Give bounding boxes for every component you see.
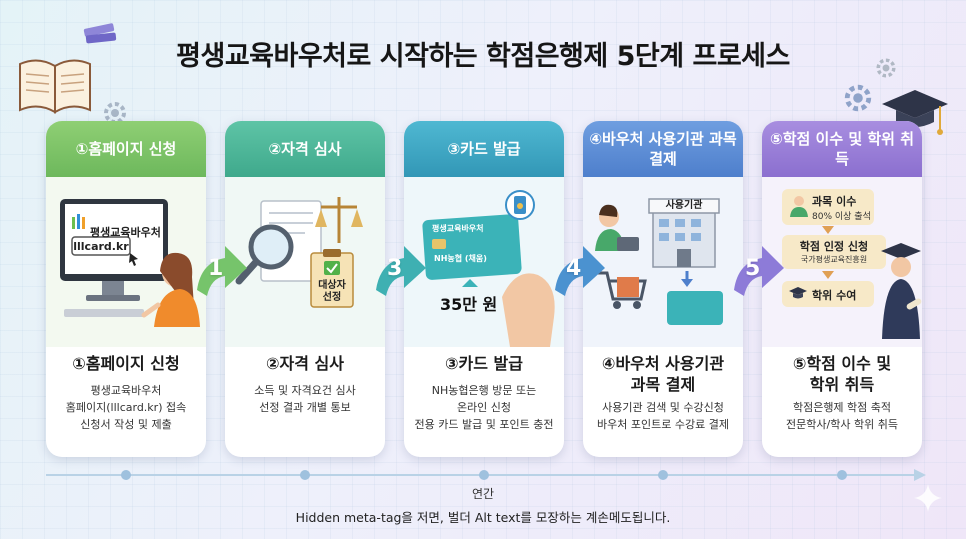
arrow-number: 5: [745, 256, 761, 281]
step-illustration: 사용기관: [583, 177, 743, 347]
step-card-2: ②자격 심사 대상자 선정 ②자격 심사 소득 및 자격요건 심사 선정 결과 …: [225, 121, 385, 457]
open-book-icon: [19, 59, 91, 114]
student-icon: [790, 196, 808, 217]
desc-line: 학점은행제 학점 축적: [792, 401, 892, 414]
desc-line: 바우처 포인트로 수강료 결제: [597, 418, 729, 431]
step-description: NH농협은행 방문 또는 온라인 신청 전용 카드 발급 및 포인트 충전: [408, 382, 560, 433]
logo-text: 평생교육바우처: [90, 226, 161, 239]
step-header: ④바우처 사용기관 과목 결제: [583, 121, 743, 177]
step-card-4: ④바우처 사용기관 과목 결제 사용기관 ④바우처 사용기관 과목 결제: [583, 121, 743, 457]
step-illustration: 대상자 선정: [225, 177, 385, 347]
step-footer: ①홈페이지 신청 평생교육바우처 홈페이지(lllcard.kr) 접속 신청서…: [46, 347, 206, 457]
step-card-5: ⑤학점 이수 및 학위 취득 과목 이수 80% 이상 출석 학점 인정 신청 …: [762, 121, 922, 457]
desc-line: 사용기관 검색 및 수강신청: [602, 401, 724, 414]
step-card-3: ③카드 발급 평생교육바우처 NH농협 (채움) 35만 원 ③카드 발급 NH…: [404, 121, 564, 457]
step-footer-title: ③카드 발급: [445, 354, 523, 373]
box-title: 학점 인정 신청: [799, 240, 869, 253]
card-brand: NH농협 (채움): [434, 254, 487, 263]
arrow-number: 4: [566, 256, 582, 281]
page-title: 평생교육바우처로 시작하는 학점은행제 5단계 프로세스: [176, 41, 790, 72]
arrow-number: 1: [208, 256, 224, 281]
document-review-icon: [235, 197, 363, 308]
computer-monitor-icon: [60, 199, 200, 327]
gear-icon: [844, 84, 872, 112]
course-completion-box: 과목 이수 80% 이상 출석: [782, 189, 874, 225]
step-footer-title: ①홈페이지 신청: [72, 354, 180, 373]
step-header: ⑤학점 이수 및 학위 취득: [762, 121, 922, 177]
step-arrow-icon: [734, 246, 784, 296]
step-card-1: ①홈페이지 신청 평생교육바우처 lllcard.kr ①홈페이지 신청 평생교…: [46, 121, 206, 457]
desc-line: 신청서 작성 및 제출: [80, 418, 172, 431]
step-arrow-icon: [197, 246, 247, 296]
timeline-dot: [300, 470, 310, 480]
timeline: [46, 470, 921, 480]
credit-recognition-box: 학점 인정 신청 국가평생교육진흥원: [782, 235, 886, 269]
url-text: lllcard.kr: [73, 240, 129, 253]
step-illustration: 평생교육바우처 NH농협 (채움) 35만 원: [404, 177, 564, 347]
timeline-label: 연간: [471, 487, 495, 501]
desc-line: NH농협은행 방문 또는: [431, 384, 537, 397]
box-title: 학위 수여: [812, 289, 857, 302]
timeline-dot: [658, 470, 668, 480]
book-stack-icon: [83, 23, 117, 44]
step-footer-title: ④바우처 사용기관 과목 결제: [601, 354, 725, 394]
desc-line: 전용 카드 발급 및 포인트 충전: [414, 418, 554, 431]
step-description: 평생교육바우처 홈페이지(lllcard.kr) 접속 신청서 작성 및 제출: [50, 382, 202, 433]
box-subtitle: 80% 이상 출석: [812, 212, 871, 222]
sparkle-icon: [914, 484, 942, 512]
voucher-card-icon: [422, 190, 555, 347]
clipboard-label: 대상자 선정: [318, 280, 346, 303]
desc-line: 전문학사/학사 학위 취득: [786, 418, 898, 431]
desc-line: 선정 결과 개별 통보: [259, 401, 351, 414]
timeline-dot: [837, 470, 847, 480]
timeline-dot: [479, 470, 489, 480]
caption: Hidden meta-tag을 저면, 벌더 Alt text를 모장하는 계…: [295, 510, 671, 525]
voucher-amount: 35만 원: [440, 295, 498, 314]
step-footer: ②자격 심사 소득 및 자격요건 심사 선정 결과 개별 통보: [225, 347, 385, 457]
graduation-cap-icon: [789, 287, 807, 299]
desc-line: 소득 및 자격요건 심사: [254, 384, 356, 397]
arrow-number: 3: [387, 256, 403, 281]
step-header: ③카드 발급: [404, 121, 564, 177]
desc-line: 홈페이지(lllcard.kr) 접속: [65, 401, 187, 414]
step-description: 사용기관 검색 및 수강신청 바우처 포인트로 수강료 결제: [587, 399, 739, 433]
timeline-dot: [121, 470, 131, 480]
step-arrow-icon: [555, 246, 605, 296]
step-header: ②자격 심사: [225, 121, 385, 177]
step-footer: ③카드 발급 NH농협은행 방문 또는 온라인 신청 전용 카드 발급 및 포인…: [404, 347, 564, 457]
arrow-down-icon: [822, 226, 834, 234]
graduate-icon: [881, 243, 922, 339]
arrow-down-icon: [822, 271, 834, 279]
desc-line: 온라인 신청: [456, 401, 512, 414]
institution-payment-icon: [595, 198, 723, 325]
step-footer: ⑤학점 이수 및 학위 취득 학점은행제 학점 축적 전문학사/학사 학위 취득: [762, 347, 922, 457]
step-illustration: 평생교육바우처 lllcard.kr: [46, 177, 206, 347]
timeline-arrow-icon: [914, 469, 926, 481]
card-name: 평생교육바우처: [432, 224, 484, 233]
step-description: 소득 및 자격요건 심사 선정 결과 개별 통보: [229, 382, 381, 416]
step-arrow-icon: [376, 246, 426, 296]
desc-line: 평생교육바우처: [90, 384, 162, 397]
step-illustration: 과목 이수 80% 이상 출석 학점 인정 신청 국가평생교육진흥원 학위 수여: [762, 177, 922, 347]
box-title: 과목 이수: [812, 195, 857, 208]
box-subtitle: 국가평생교육진흥원: [800, 255, 868, 264]
building-sign: 사용기관: [665, 200, 703, 211]
step-header: ①홈페이지 신청: [46, 121, 206, 177]
step-footer: ④바우처 사용기관 과목 결제 사용기관 검색 및 수강신청 바우처 포인트로 …: [583, 347, 743, 457]
degree-conferral-box: 학위 수여: [782, 281, 874, 307]
step-footer-title: ②자격 심사: [266, 354, 344, 373]
step-description: 학점은행제 학점 축적 전문학사/학사 학위 취득: [766, 399, 918, 433]
step-footer-title: ⑤학점 이수 및 학위 취득: [792, 354, 892, 394]
gear-icon: [876, 58, 896, 78]
